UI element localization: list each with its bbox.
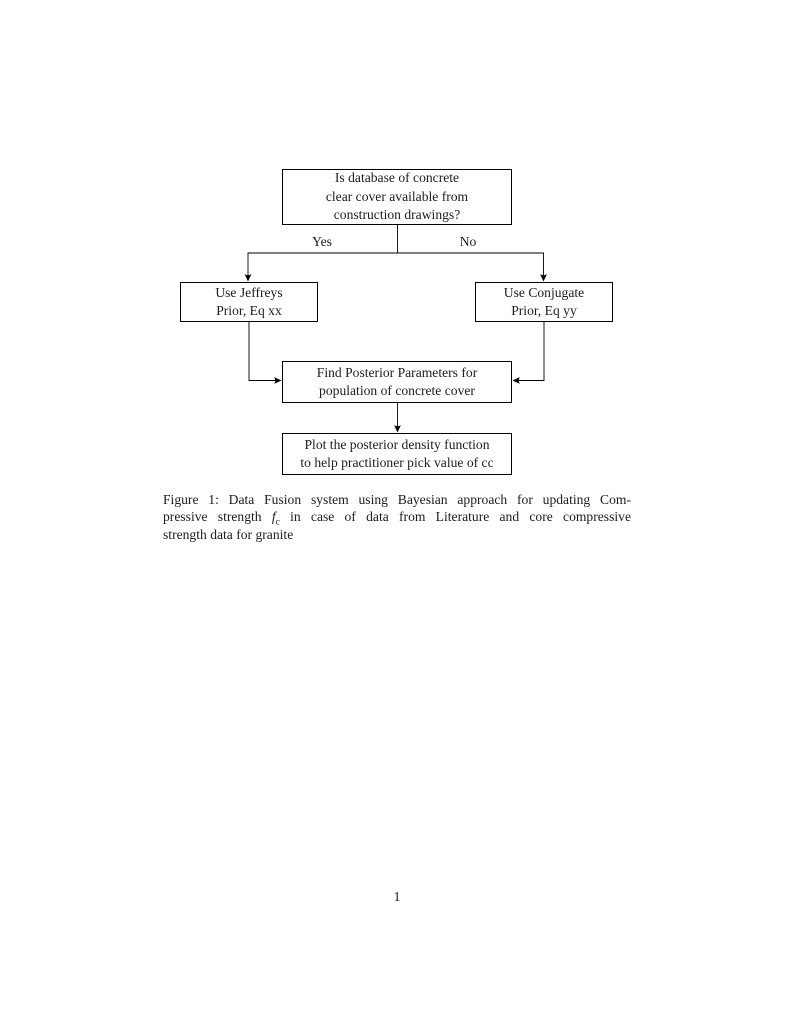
page-number: 1 <box>393 889 401 904</box>
arrowhead-into-jeffreys <box>244 274 252 282</box>
caption-text: strength data for granite <box>163 526 294 542</box>
posterior-parameters-box-line: population of concrete cover <box>319 383 475 398</box>
plot-density-box-line: Plot the posterior density function <box>304 436 490 452</box>
math-fc-subscript: c <box>275 518 280 529</box>
figure-caption-line: pressive strength fc in case of data fro… <box>163 508 631 529</box>
arrowhead-into-posterior-right <box>512 377 520 384</box>
jeffreys-prior-box-line: Use Jeffreys <box>215 284 283 300</box>
decision-box-line: Is database of concrete <box>334 170 460 186</box>
jeffreys-prior-box: Use Jeffreys Prior, Eq xx <box>180 282 318 322</box>
posterior-parameters-box-line: Find Posterior Parameters for <box>316 364 478 380</box>
conjugate-prior-box-line: Use Conjugate <box>503 284 585 300</box>
figure-caption: Figure 1: Data Fusion system using Bayes… <box>163 491 631 543</box>
arrowhead-into-conjugate <box>540 274 547 282</box>
branch-label-no: No <box>459 234 477 249</box>
branch-label-yes: Yes <box>312 234 332 249</box>
figure-caption-line: strength data for granite <box>163 526 631 543</box>
caption-text: Figure 1: Data Fusion system using Bayes… <box>163 492 631 507</box>
caption-text: in case of data from Literature and core… <box>290 509 631 525</box>
conjugate-prior-box-line: Prior, Eq yy <box>511 303 577 318</box>
conjugate-prior-box: Use Conjugate Prior, Eq yy <box>475 282 613 322</box>
jeffreys-prior-box-line: Prior, Eq xx <box>216 303 282 318</box>
arrowhead-into-posterior-left <box>274 377 282 384</box>
arrowhead-into-plot <box>394 425 401 433</box>
plot-density-box: Plot the posterior density function to h… <box>282 433 512 475</box>
decision-box-line: construction drawings? <box>333 207 461 223</box>
math-fc-symbol: f <box>271 509 276 525</box>
decision-box-line: clear cover available from <box>325 188 469 204</box>
caption-text: pressive strength <box>163 509 262 525</box>
posterior-parameters-box: Find Posterior Parameters for population… <box>282 361 512 403</box>
plot-density-box-line: to help practitioner pick value of cc <box>300 455 494 470</box>
decision-box: Is database of concrete clear cover avai… <box>282 169 512 225</box>
figure-caption-line: Figure 1: Data Fusion system using Bayes… <box>163 491 631 508</box>
